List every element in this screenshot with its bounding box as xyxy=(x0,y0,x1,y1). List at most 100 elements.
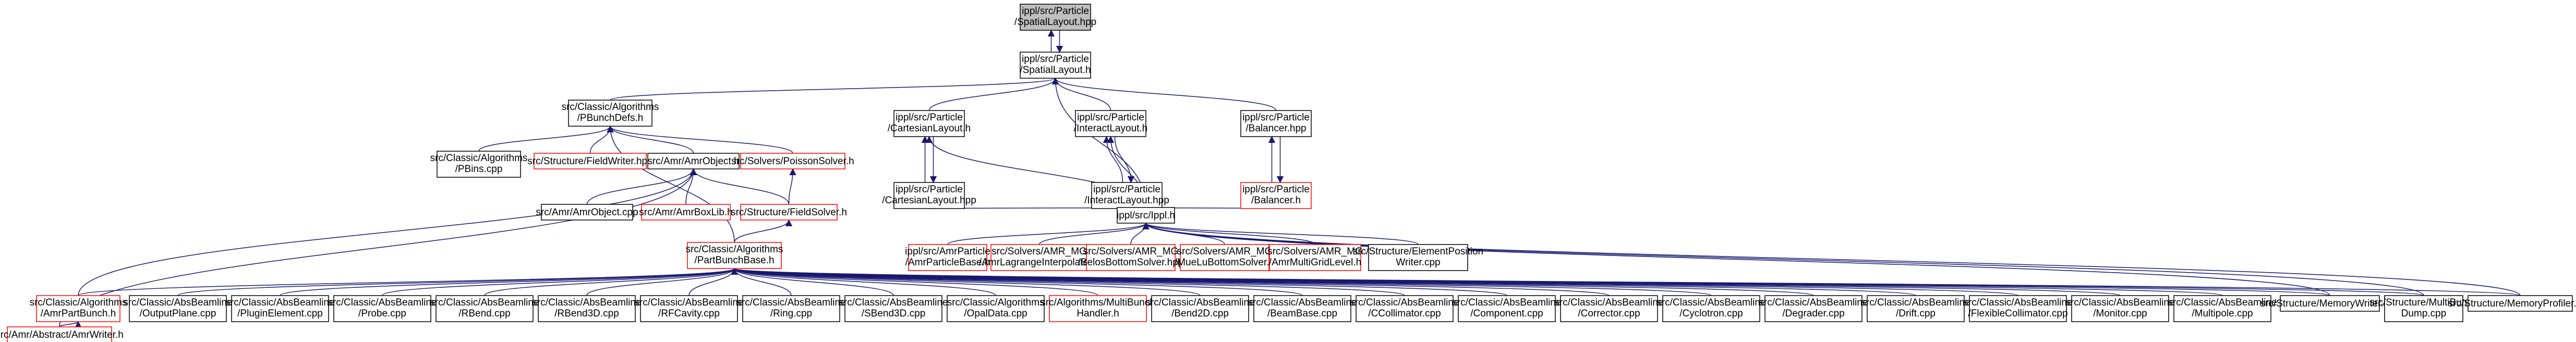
node-box xyxy=(7,326,112,342)
node-amrboxlib[interactable]: src/Amr/AmrBoxLib.h xyxy=(639,204,733,221)
node-label: /Balancer.hpp xyxy=(1245,123,1306,134)
node-fieldwriter[interactable]: src/Structure/FieldWriter.hpp xyxy=(527,153,653,169)
node-label: /CartesianLayout.h xyxy=(888,123,971,134)
node-amrobject_h[interactable]: src/Amr/AmrObject.h xyxy=(647,153,740,169)
node-label: src/Structure/FieldWriter.hpp xyxy=(527,156,652,167)
node-pbins_cpp[interactable]: src/Classic/Algorithms/PBins.cpp xyxy=(430,151,528,178)
node-spatial_h[interactable]: ippl/src/Particle/SpatialLayout.h xyxy=(1020,52,1091,79)
node-memprofiler[interactable]: src/Structure/MemoryProfiler.cpp xyxy=(2448,295,2576,312)
node-bottomsolver[interactable]: src/Solvers/AMR_MG/BelosBottomSolver.hpp xyxy=(1078,244,1184,271)
node-box xyxy=(1049,295,1147,322)
edge-fieldsolver-to-amrobject_h xyxy=(690,168,790,205)
node-poisson_h[interactable]: src/Solvers/PoissonSolver.h xyxy=(731,153,854,169)
node-box xyxy=(437,151,521,178)
node-box xyxy=(1662,295,1760,322)
edge-ccollimator-to-partbunchbase xyxy=(731,267,1405,296)
node-label: src/Classic/AbsBeamline xyxy=(225,297,334,308)
node-interact_hpp[interactable]: ippl/src/Particle/InteractLayout.hpp xyxy=(1084,182,1169,209)
node-ippl_h[interactable]: ippl/src/Ippl.h xyxy=(1117,207,1175,224)
node-fieldsolver[interactable]: src/Structure/FieldSolver.h xyxy=(731,204,847,221)
node-label: src/Classic/Algorithms xyxy=(686,244,783,255)
node-component[interactable]: src/Classic/AbsBeamline/Component.cpp xyxy=(1452,295,1562,322)
node-rfcavity[interactable]: src/Classic/AbsBeamline/RFCavity.cpp xyxy=(634,295,744,322)
node-multipole[interactable]: src/Classic/AbsBeamline/Multipole.cpp xyxy=(2168,295,2277,322)
node-corrector[interactable]: src/Classic/AbsBeamline/Corrector.cpp xyxy=(1554,295,1664,322)
node-probe[interactable]: src/Classic/AbsBeamline/Probe.cpp xyxy=(328,295,437,322)
node-label: /Corrector.cpp xyxy=(1578,308,1640,319)
node-label: /BelosBottomSolver.hpp xyxy=(1078,257,1184,268)
node-box xyxy=(538,295,636,322)
node-box xyxy=(908,244,987,271)
node-mueloubottom[interactable]: src/Solvers/AMR_MG/MueLuBottomSolver.h xyxy=(1175,244,1275,271)
node-beambase[interactable]: src/Classic/AbsBeamline/BeamBase.cpp xyxy=(1248,295,1357,322)
node-cyclotron[interactable]: src/Classic/AbsBeamline/Cyclotron.cpp xyxy=(1656,295,1766,322)
edge-fieldsolver-to-poisson_h xyxy=(788,168,796,205)
node-amrparticle[interactable]: ippl/src/AmrParticle/AmrParticleBase.h xyxy=(905,244,990,271)
node-label: /OutputPlane.cpp xyxy=(140,308,216,319)
node-sbend3d[interactable]: src/Classic/AbsBeamline/SBend3D.cpp xyxy=(839,295,948,322)
edge-amrparticle-to-ippl_h xyxy=(947,222,1150,245)
edge-sbend3d-to-partbunchbase xyxy=(731,267,894,296)
node-amrmultigrid[interactable]: src/Solvers/AMR_MG/AmrMultiGridLevel.h xyxy=(1267,244,1363,271)
node-box xyxy=(1867,295,1965,322)
node-label: src/Classic/Algorithms xyxy=(562,102,659,113)
node-box xyxy=(1764,295,1863,322)
node-ccollimator[interactable]: src/Classic/AbsBeamline/CCollimator.cpp xyxy=(1350,295,1459,322)
node-amrlagrange[interactable]: src/Solvers/AMR_MG/AmrLagrangeInterpolat… xyxy=(979,244,1099,271)
node-flexcollimator[interactable]: src/Classic/AbsBeamline/FlexibleCollimat… xyxy=(1963,295,2073,322)
node-label: ippl/src/Particle xyxy=(1242,112,1310,123)
node-label: /RBend3D.cpp xyxy=(554,308,619,319)
node-box xyxy=(1075,110,1146,137)
node-cartesian_h[interactable]: ippl/src/Particle/CartesianLayout.h xyxy=(888,110,971,137)
edge-beambase-to-partbunchbase xyxy=(731,267,1303,296)
node-rbend3d[interactable]: src/Classic/AbsBeamline/RBend3D.cpp xyxy=(532,295,642,322)
node-memwriter[interactable]: src/Structure/MemoryWriter.cpp xyxy=(2260,295,2400,312)
node-label: src/Classic/AbsBeamline xyxy=(736,297,845,308)
node-box xyxy=(990,244,1088,271)
edge-multibunchdump-to-ippl_h xyxy=(1142,222,2424,296)
node-monitor[interactable]: src/Classic/AbsBeamline/Monitor.cpp xyxy=(2065,295,2175,322)
node-balancer_h[interactable]: ippl/src/Particle/Balancer.h xyxy=(1240,182,1312,209)
edge-amrwriter-to-amrpartbunch xyxy=(59,321,82,328)
edge-pluginelement-to-partbunchbase xyxy=(280,267,738,296)
node-label: /CCollimator.cpp xyxy=(1368,308,1441,319)
edge-outputplane-to-partbunchbase xyxy=(177,267,738,296)
node-bend2d[interactable]: src/Classic/AbsBeamline/Bend2D.cpp xyxy=(1145,295,1255,322)
node-partbunchbase[interactable]: src/Classic/Algorithms/PartBunchBase.h xyxy=(686,242,783,269)
node-pbunch_defs[interactable]: src/Classic/Algorithms/PBunchDefs.h xyxy=(562,100,659,127)
edge-amrmultigrid-to-ippl_h xyxy=(1142,222,1316,245)
node-balancer_hpp[interactable]: ippl/src/Particle/Balancer.hpp xyxy=(1240,110,1312,137)
node-amrobject_cpp[interactable]: src/Amr/AmrObject.cpp xyxy=(536,204,638,221)
node-outputplane[interactable]: src/Classic/AbsBeamline/OutputPlane.cpp xyxy=(123,295,233,322)
node-pluginelement[interactable]: src/Classic/AbsBeamline/PluginElement.cp… xyxy=(225,295,335,322)
node-box xyxy=(647,153,740,169)
edge-elemposwriter-to-ippl_h xyxy=(1142,222,1419,245)
node-degrader[interactable]: src/Classic/AbsBeamline/Degrader.cpp xyxy=(1759,295,1868,322)
node-ring[interactable]: src/Classic/AbsBeamline/Ring.cpp xyxy=(736,295,846,322)
node-label: /MueLuBottomSolver.h xyxy=(1175,257,1275,268)
edge-memwriter-to-ippl_h xyxy=(1142,222,2330,296)
node-label: src/Classic/AbsBeamline xyxy=(1759,297,1868,308)
node-rbend[interactable]: src/Classic/AbsBeamline/RBend.cpp xyxy=(430,295,539,322)
node-cartesian_hpp[interactable]: ippl/src/Particle/CartesianLayout.hpp xyxy=(882,182,976,209)
node-box xyxy=(1560,295,1658,322)
edge-flexcollimator-to-partbunchbase xyxy=(731,267,2018,296)
node-label: /Monitor.cpp xyxy=(2093,308,2147,319)
node-box xyxy=(1180,244,1269,271)
node-opaldata[interactable]: src/Classic/Algorithms/OpalData.cpp xyxy=(947,295,1045,322)
node-label: src/Classic/AbsBeamline xyxy=(1656,297,1765,308)
node-box xyxy=(844,295,942,322)
node-label: /FlexibleCollimator.cpp xyxy=(1968,308,2067,319)
node-box xyxy=(640,295,738,322)
node-label: /Drift.cpp xyxy=(1896,308,1936,319)
node-box xyxy=(568,100,652,127)
node-amrwriter[interactable]: src/Amr/Abstract/AmrWriter.h xyxy=(0,326,124,342)
node-amrpartbunch[interactable]: src/Classic/Algorithms/AmrPartBunch.h xyxy=(30,295,127,322)
node-drift[interactable]: src/Classic/AbsBeamline/Drift.cpp xyxy=(1861,295,1970,322)
node-interact_h[interactable]: ippl/src/Particle/InteractLayout.h xyxy=(1074,110,1148,137)
node-label: src/Classic/AbsBeamline xyxy=(1350,297,1459,308)
